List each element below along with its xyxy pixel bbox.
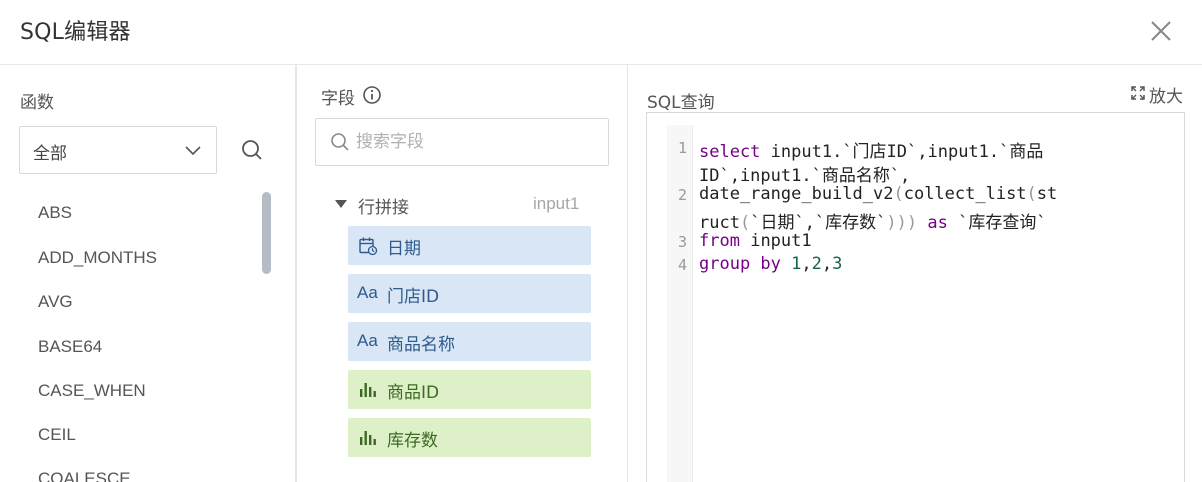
dialog-header: SQL编辑器 — [0, 0, 1202, 65]
calendar-icon — [359, 237, 378, 256]
dialog-title: SQL编辑器 — [20, 20, 131, 45]
bar-chart-icon — [360, 383, 376, 397]
close-button[interactable] — [1146, 16, 1176, 46]
info-icon[interactable] — [362, 85, 382, 105]
field-chip-stock-count[interactable]: 库存数 — [348, 418, 591, 457]
code-text: collect_list — [903, 184, 1027, 204]
code-line: select input1.`门店ID`,input1.`商品 — [699, 137, 1043, 162]
code-number: 3 — [832, 254, 843, 274]
search-icon — [331, 133, 349, 151]
function-item-avg[interactable]: AVG — [38, 292, 73, 311]
field-search-input[interactable] — [356, 129, 596, 155]
field-group-name[interactable]: 行拼接 — [358, 198, 409, 218]
function-list: ABS ADD_MONTHS AVG BASE64 CASE_WHEN CEIL… — [0, 190, 290, 482]
line-number-gutter: 1 2 3 4 — [667, 125, 693, 482]
function-item-base64[interactable]: BASE64 — [38, 337, 103, 356]
line-number: 1 — [677, 139, 687, 157]
field-search-box — [315, 118, 609, 166]
field-chip-label: 日期 — [387, 239, 421, 259]
sql-keyword: select — [699, 142, 761, 162]
code-text: ruct — [699, 213, 740, 233]
code-number: 1 — [791, 254, 802, 274]
column-divider — [295, 65, 297, 482]
code-line: date_range_build_v2(collect_list(st — [699, 184, 1057, 204]
function-list-scrollbar[interactable] — [262, 192, 271, 274]
sql-keyword: as — [927, 213, 948, 233]
caret-down-icon[interactable] — [335, 199, 347, 209]
bar-chart-icon — [360, 431, 376, 445]
chevron-down-icon — [185, 146, 201, 156]
field-chip-product-name[interactable]: Aa 商品名称 — [348, 322, 591, 361]
line-number: 2 — [677, 186, 687, 204]
text-type-icon: Aa — [357, 331, 378, 350]
code-line: ruct(`日期`,`库存数`))) as `库存查询` — [699, 208, 1047, 233]
code-line: group by 1,2,3 — [699, 254, 843, 274]
text-type-icon: Aa — [357, 283, 378, 302]
field-chip-label: 商品名称 — [387, 335, 455, 355]
functions-label: 函数 — [20, 93, 54, 113]
sql-keyword: from — [699, 231, 740, 251]
code-paren: ( — [893, 184, 904, 204]
search-icon — [242, 140, 262, 160]
sql-editor[interactable]: 1 2 3 4 select input1.`门店ID`,input1.`商品 … — [646, 112, 1185, 482]
function-item-add-months[interactable]: ADD_MONTHS — [38, 248, 158, 267]
field-chip-label: 商品ID — [387, 383, 440, 403]
code-text: date_range_build_v2 — [699, 184, 894, 204]
field-group-source: input1 — [533, 194, 580, 213]
field-chip-date[interactable]: 日期 — [348, 226, 591, 265]
function-item-abs[interactable]: ABS — [38, 203, 73, 222]
function-search-button[interactable] — [240, 138, 264, 162]
fields-label: 字段 — [321, 89, 355, 109]
function-category-value: 全部 — [33, 144, 67, 164]
code-text: input1.`门店ID`,input1.`商品 — [770, 142, 1044, 162]
code-text: input1 — [750, 231, 812, 251]
code-line: from input1 — [699, 231, 812, 251]
code-number: 2 — [811, 254, 822, 274]
sql-keyword: group by — [699, 254, 781, 274]
column-divider — [627, 65, 628, 482]
line-number: 3 — [677, 233, 687, 251]
code-paren: ( — [739, 213, 751, 233]
code-text: st — [1036, 184, 1058, 204]
function-item-case-when[interactable]: CASE_WHEN — [38, 381, 146, 400]
field-chip-label: 门店ID — [387, 287, 440, 307]
code-line: ID`,input1.`商品名称`, — [699, 161, 910, 186]
expand-label: 放大 — [1149, 87, 1183, 107]
code-paren: ))) — [886, 213, 918, 233]
code-text: `日期`,`库存数` — [750, 213, 887, 233]
field-chip-product-id[interactable]: 商品ID — [348, 370, 591, 409]
code-text: `库存查询` — [958, 213, 1047, 233]
code-text: ID`,input1.`商品名称`, — [699, 166, 911, 186]
close-icon — [1151, 21, 1171, 41]
function-item-coalesce[interactable]: COALESCE — [38, 469, 131, 482]
field-chip-store-id[interactable]: Aa 门店ID — [348, 274, 591, 313]
function-category-select[interactable]: 全部 — [19, 126, 217, 174]
code-paren: ( — [1026, 184, 1037, 204]
expand-button[interactable]: 放大 — [1131, 82, 1191, 107]
sql-query-label: SQL查询 — [647, 93, 715, 113]
line-number: 4 — [677, 256, 687, 274]
expand-icon — [1131, 86, 1145, 100]
function-item-ceil[interactable]: CEIL — [38, 425, 76, 444]
field-chip-label: 库存数 — [387, 431, 438, 451]
